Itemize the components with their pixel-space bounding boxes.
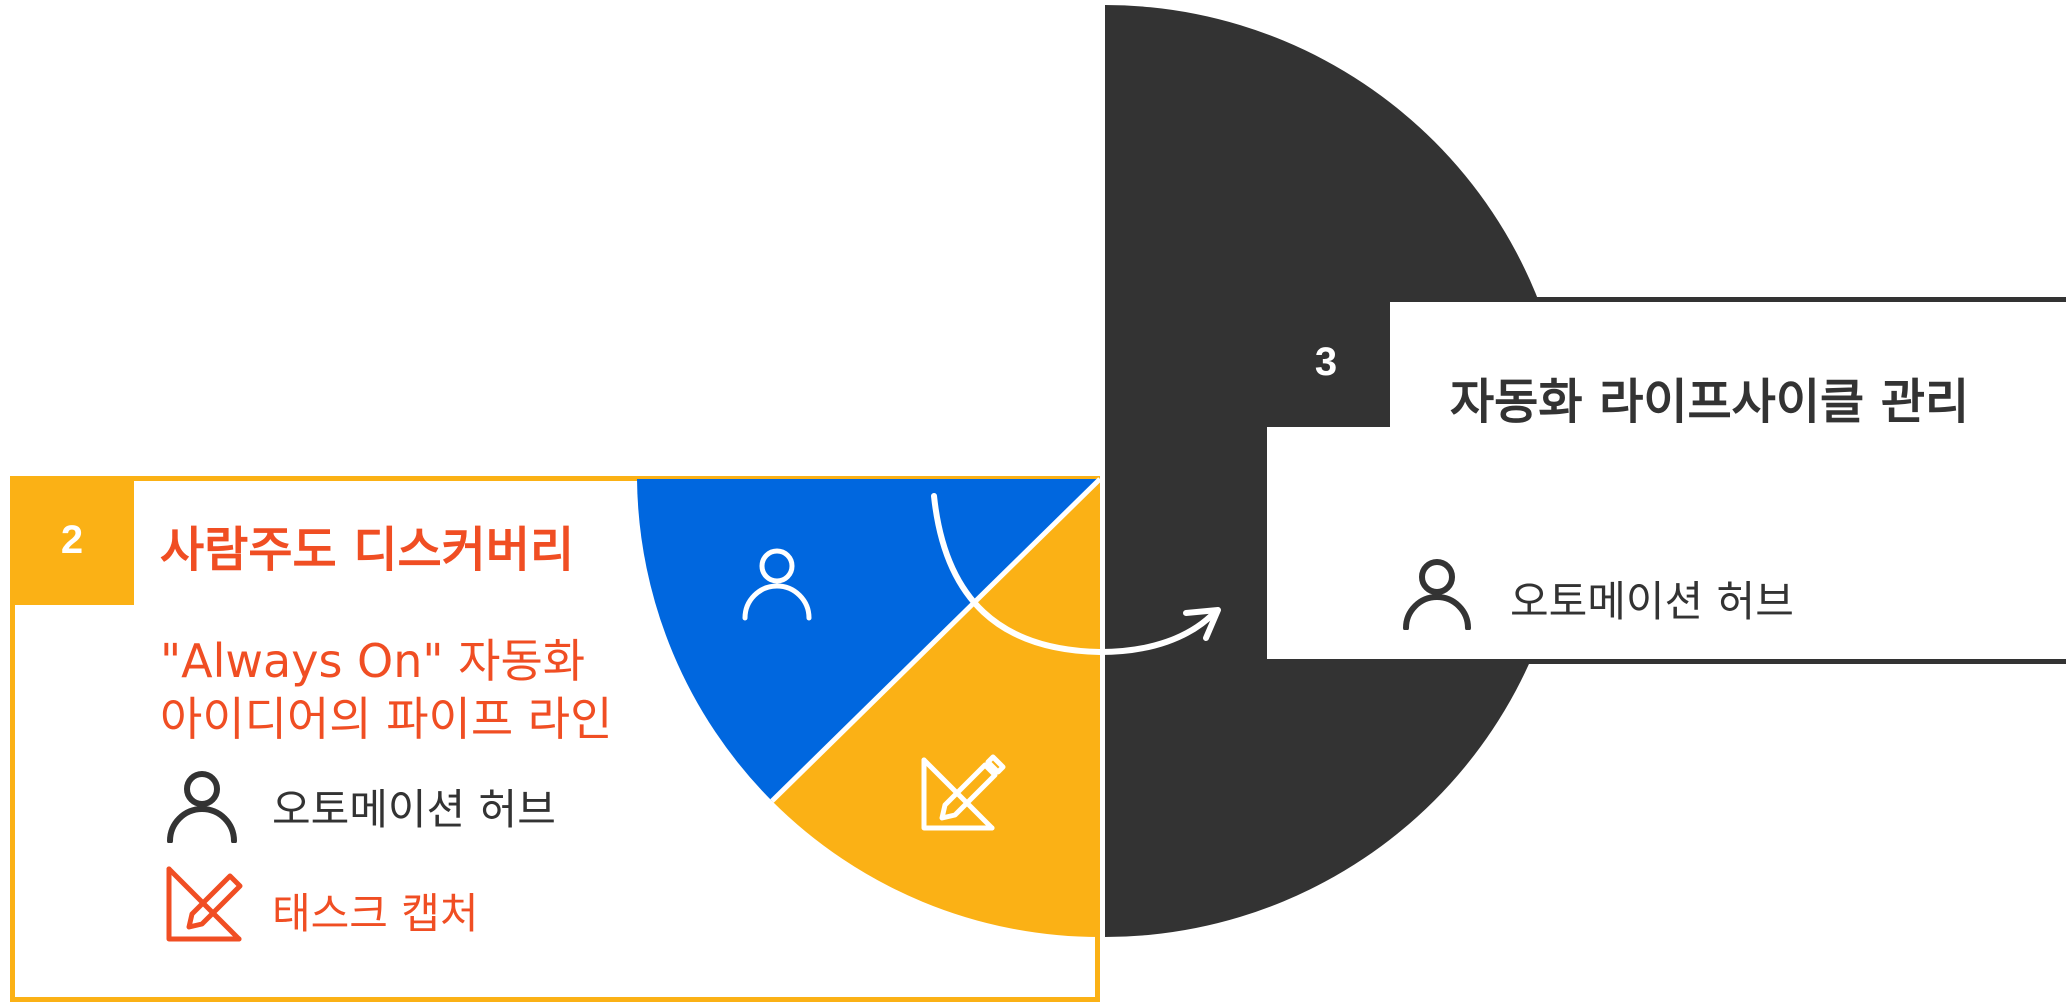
person-icon (1403, 559, 1471, 630)
yellow-wedge (772, 479, 1100, 937)
step3-number-badge: 3 (1262, 297, 1390, 427)
step2-item-label-task-capture: 태스크 캡처 (272, 889, 479, 938)
person-icon (742, 548, 812, 621)
step2-subtitle-line2: 아이디어의 파이프 라인 (160, 692, 613, 746)
step2-number-badge: 2 (10, 476, 134, 605)
step3-item-label: 오토메이션 허브 (1510, 577, 1794, 626)
step2-subtitle: "Always On" 자동화 아이디어의 파이프 라인 (160, 632, 612, 748)
flow-arrowhead (1183, 607, 1221, 641)
step2-item-label-automation-hub: 오토메이션 허브 (272, 785, 556, 834)
person-icon (167, 771, 237, 843)
step2-title: 사람주도 디스커버리 (160, 522, 575, 578)
step2-subtitle-line1: "Always On" 자동화 (160, 634, 586, 688)
flow-arrow (931, 493, 1218, 656)
blue-wedge (637, 479, 1100, 801)
wedge-divider (770, 477, 1102, 803)
pencil-ruler-icon (921, 754, 1006, 831)
pencil-ruler-icon (166, 866, 243, 942)
step3-card (1262, 297, 2066, 664)
step3-title: 자동화 라이프사이클 관리 (1450, 374, 1970, 430)
